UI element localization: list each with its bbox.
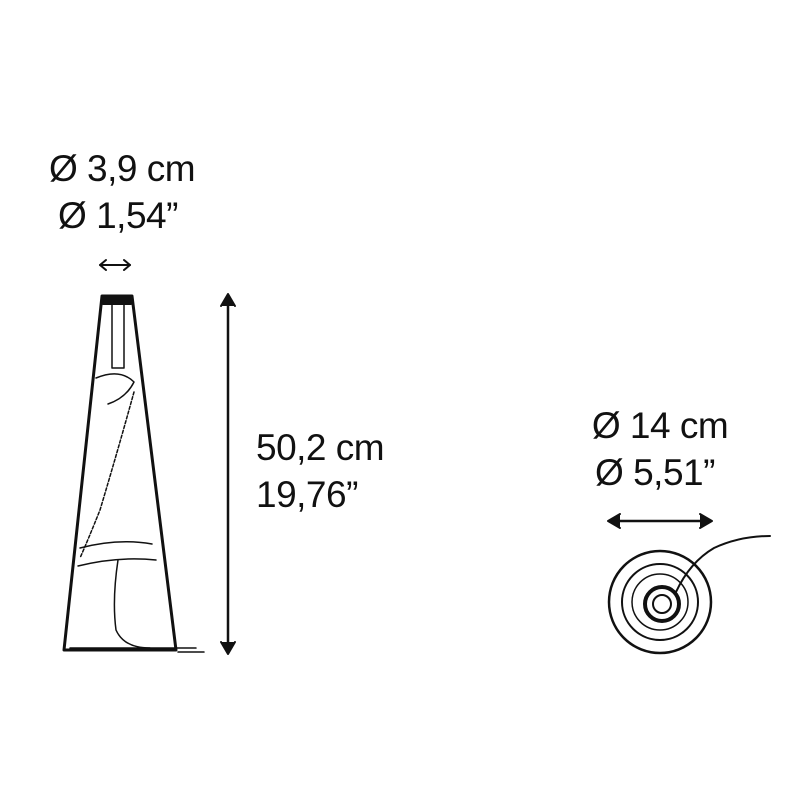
base-inner-ring <box>631 573 689 631</box>
lamp-outline <box>62 294 178 652</box>
top-diameter-imperial-label: Ø 1,54” <box>58 195 178 236</box>
shade-ring <box>643 585 681 623</box>
lamp-top-cap <box>101 295 133 305</box>
lamp-base-inner <box>113 559 151 649</box>
top-diameter-metric-label: Ø 3,9 cm <box>48 148 196 189</box>
shade-hole <box>652 594 672 614</box>
base-diameter-imperial-label: Ø 5,51” <box>595 452 715 493</box>
lamp-top-view <box>607 535 771 655</box>
base-diameter-metric-label: Ø 14 cm <box>591 405 729 446</box>
lamp-spiral-top <box>95 373 135 405</box>
power-cable <box>675 535 771 593</box>
height-imperial-label: 19,76” <box>256 474 358 515</box>
lamp-spiral-wire <box>79 391 135 559</box>
base-middle-ring <box>621 563 699 641</box>
base-outer-ring <box>607 549 713 655</box>
height-arrow <box>220 293 236 655</box>
height-metric-label: 50,2 cm <box>256 427 385 468</box>
base-diameter-arrow <box>607 513 713 529</box>
lamp-inner-tube <box>111 303 125 369</box>
lamp-side-view <box>62 294 205 653</box>
top-diameter-arrow <box>99 259 131 271</box>
lamp-base-shadow <box>69 647 205 653</box>
